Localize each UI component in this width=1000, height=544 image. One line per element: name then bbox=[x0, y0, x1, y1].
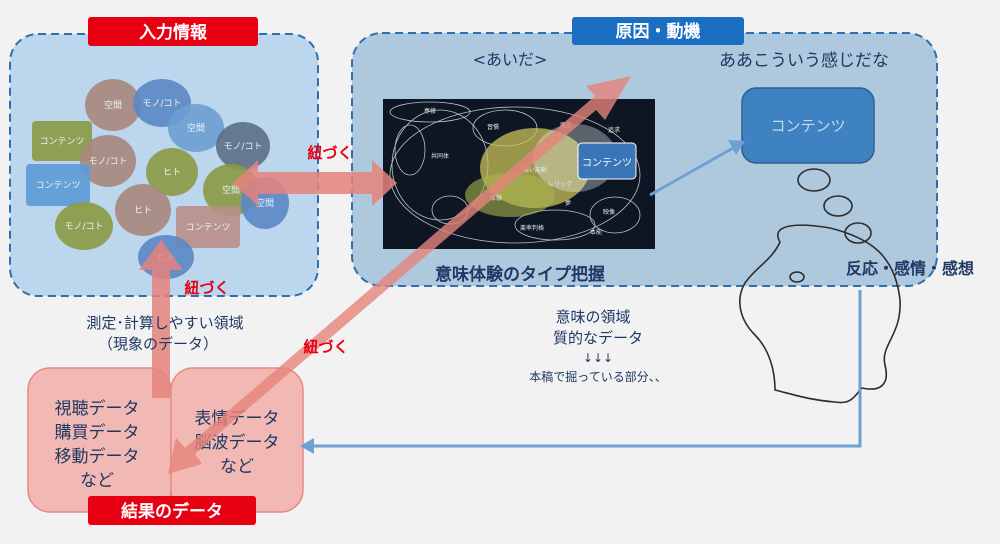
entity-bubble bbox=[216, 122, 270, 170]
entity-bubble bbox=[26, 164, 90, 206]
entity-bubble-label: 空間 bbox=[222, 184, 240, 196]
map-to-contents-arrow bbox=[649, 146, 734, 197]
meaning-caption-arrows: ↓↓↓ bbox=[583, 351, 613, 365]
map-outlines bbox=[389, 101, 641, 244]
entity-bubble-label: モノ/コト bbox=[64, 222, 103, 232]
entity-bubble-label: 空間 bbox=[187, 122, 205, 134]
result-left-line: 移動データ bbox=[55, 446, 140, 467]
measure-caption-line2: （現象のデータ） bbox=[98, 335, 218, 353]
cause-box-title-label bbox=[572, 17, 744, 45]
thought-bubble-medium bbox=[823, 195, 853, 217]
entity-bubble bbox=[146, 148, 198, 196]
entity-bubble bbox=[115, 184, 171, 236]
entity-bubble bbox=[176, 206, 240, 248]
map-label: 本能 bbox=[590, 228, 602, 236]
measure-caption: 測定･計算しやすい領域 （現象のデータ） bbox=[86, 314, 243, 353]
aida-label: <あいだ> bbox=[473, 50, 548, 69]
result-left-text: 視聴データ 購買データ 移動データ など bbox=[55, 398, 140, 491]
entity-bubble-label: モノ/コト bbox=[142, 99, 181, 109]
head-outline bbox=[739, 168, 901, 404]
meaning-caption-line3: 本稿で掘っている部分、、 bbox=[529, 369, 666, 384]
arrows bbox=[139, 76, 862, 474]
map-contents-label: コンテンツ bbox=[582, 158, 632, 169]
entity-bubble-label: ヒト bbox=[134, 205, 152, 216]
map-label: 追求 bbox=[608, 126, 620, 134]
input-box-title-label bbox=[88, 17, 258, 46]
link-arrow-diagonal bbox=[168, 76, 631, 474]
thought-bubble-tiny bbox=[789, 271, 805, 283]
head-silhouette bbox=[739, 224, 901, 404]
map-label: 習慣 bbox=[487, 123, 499, 131]
link-arrow-horizontal bbox=[233, 160, 397, 206]
thought-bubble-large bbox=[797, 168, 831, 192]
result-left-line: 視聴データ bbox=[55, 398, 140, 419]
map-label: 強い能動 bbox=[523, 166, 547, 174]
map-label: 専修 bbox=[424, 107, 436, 115]
contents-thought-box bbox=[741, 87, 875, 164]
result-right-text: 表情データ 脳波データ など bbox=[195, 408, 280, 477]
link-arrow-vertical bbox=[139, 240, 183, 398]
entity-bubble bbox=[55, 202, 113, 250]
entity-bubble bbox=[85, 79, 141, 131]
meaning-caption-line2: 質的なデータ bbox=[553, 329, 643, 347]
link-label-left: 紐づく bbox=[184, 279, 229, 297]
entity-bubble-label: 空間 bbox=[104, 99, 122, 111]
result-box-title-label bbox=[88, 496, 256, 525]
entity-bubble bbox=[168, 104, 224, 152]
result-box: 視聴データ 購買データ 移動データ など 表情データ 脳波データ など 結果のデ… bbox=[27, 367, 304, 525]
reaction-return-arrowhead bbox=[300, 438, 314, 454]
map-to-contents-arrowhead bbox=[728, 140, 745, 155]
cause-box-title: 原因・動機 bbox=[616, 21, 701, 42]
map-regions bbox=[465, 124, 637, 217]
thought-text: ああこういう感じだな bbox=[719, 51, 889, 71]
link-label-top: 紐づく bbox=[307, 144, 352, 162]
result-left-line: など bbox=[80, 471, 114, 491]
contents-thought-label: コンテンツ bbox=[770, 117, 845, 135]
entity-bubble-label: 空間 bbox=[256, 197, 274, 209]
map-label: 夢 bbox=[565, 199, 571, 207]
meaning-caption-line1: 意味の領域 bbox=[555, 308, 630, 326]
reaction-return-arrow bbox=[312, 290, 862, 448]
result-right-line: 脳波データ bbox=[195, 432, 280, 453]
input-box-title: 入力情報 bbox=[139, 22, 208, 43]
measure-caption-line1: 測定･計算しやすい領域 bbox=[86, 314, 243, 332]
entity-bubble-label: コンテンツ bbox=[39, 136, 84, 147]
entity-bubble-label: コンテンツ bbox=[35, 180, 80, 191]
entity-bubble-label: モノ/コト bbox=[223, 142, 262, 152]
map-label: 共同体 bbox=[431, 152, 449, 160]
result-right-line: など bbox=[220, 457, 254, 477]
map-label: 体験 bbox=[490, 194, 502, 202]
entity-bubble-label: ヒト bbox=[163, 167, 181, 178]
reaction-text: 反応・感情・感想 bbox=[846, 259, 974, 278]
input-box: 入力情報 空間モノ/コト空間コンテンツモノ/コトヒトモノ/コトコンテンツヒト空間… bbox=[9, 17, 319, 297]
map-label: 楽率判格 bbox=[520, 224, 544, 232]
entity-bubble bbox=[80, 135, 136, 187]
result-left-line: 購買データ bbox=[55, 422, 140, 443]
map-caption: 意味体験のタイプ把握 bbox=[435, 264, 605, 285]
map-label: レリック bbox=[548, 181, 572, 188]
entity-bubble-label: モノ/コト bbox=[88, 157, 127, 167]
meaning-caption: 意味の領域 質的なデータ ↓↓↓ 本稿で掘っている部分、、 bbox=[529, 308, 666, 384]
map-label: 映像 bbox=[603, 208, 615, 216]
entity-bubble bbox=[32, 121, 92, 161]
cause-box: 原因・動機 <あいだ> ああこういう感じだな コンテンツ bbox=[351, 17, 974, 287]
entity-bubble-label: コンテンツ bbox=[185, 222, 230, 233]
link-label-diagonal: 紐づく bbox=[303, 338, 348, 356]
result-box-title: 結果のデータ bbox=[121, 501, 223, 522]
